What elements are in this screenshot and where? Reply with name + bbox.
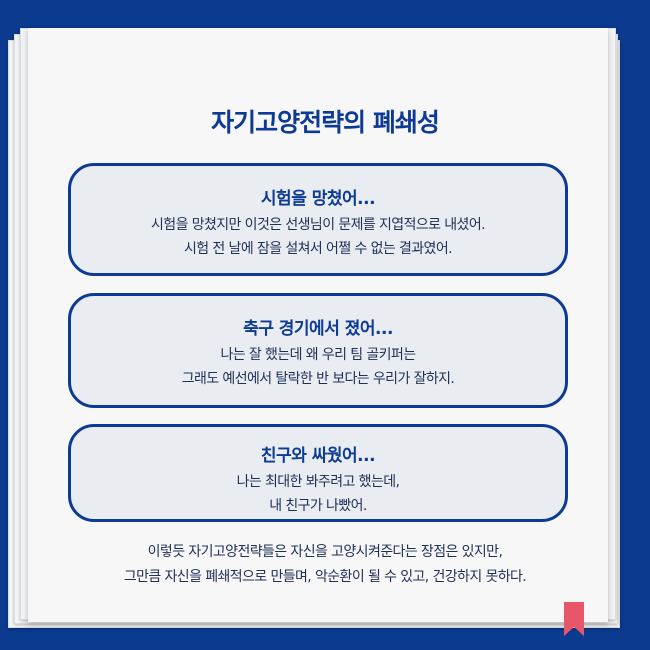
summary-line-2: 그만큼 자신을 폐쇄적으로 만들며, 악순환이 될 수 있고, 건강하지 못하다… [123, 569, 527, 585]
card-heading: 시험을 망쳤어... [260, 189, 376, 209]
example-card-exam: 시험을 망쳤어... 시험을 망쳤지만 이것은 선생님이 문제를 지엽적으로 내… [68, 163, 568, 276]
card-text-line: 내 친구가 나빴어. [269, 498, 367, 514]
summary-line-1: 이렇듯 자기고양전략들은 자신을 고양시켜준다는 장점은 있지만, [147, 544, 503, 560]
card-text-line: 시험을 망쳤지만 이것은 선생님이 문제를 지엽적으로 내셨어. [151, 217, 486, 233]
page-title: 자기고양전략의 폐쇄성 [211, 108, 440, 137]
card-text-line: 시험 전 날에 잠을 설쳐서 어쩔 수 없는 결과였어. [184, 241, 453, 257]
example-card-soccer: 축구 경기에서 졌어... 나는 잘 했는데 왜 우리 팀 골키퍼는 그래도 예… [68, 293, 568, 408]
summary-text: 이렇듯 자기고양전략들은 자신을 고양시켜준다는 장점은 있지만, 그만큼 자신… [40, 540, 610, 590]
card-text-line: 그래도 예선에서 탈락한 반 보다는 우리가 잘하지. [181, 371, 455, 387]
card-text-line: 나는 최대한 봐주려고 했는데, [236, 474, 400, 490]
example-card-friend: 친구와 싸웠어... 나는 최대한 봐주려고 했는데, 내 친구가 나빴어. [68, 424, 568, 522]
card-heading: 축구 경기에서 졌어... [243, 319, 393, 339]
bookmark-ribbon-icon [564, 602, 584, 636]
card-text-line: 나는 잘 했는데 왜 우리 팀 골키퍼는 [220, 347, 416, 363]
card-heading: 친구와 싸웠어... [260, 446, 376, 466]
